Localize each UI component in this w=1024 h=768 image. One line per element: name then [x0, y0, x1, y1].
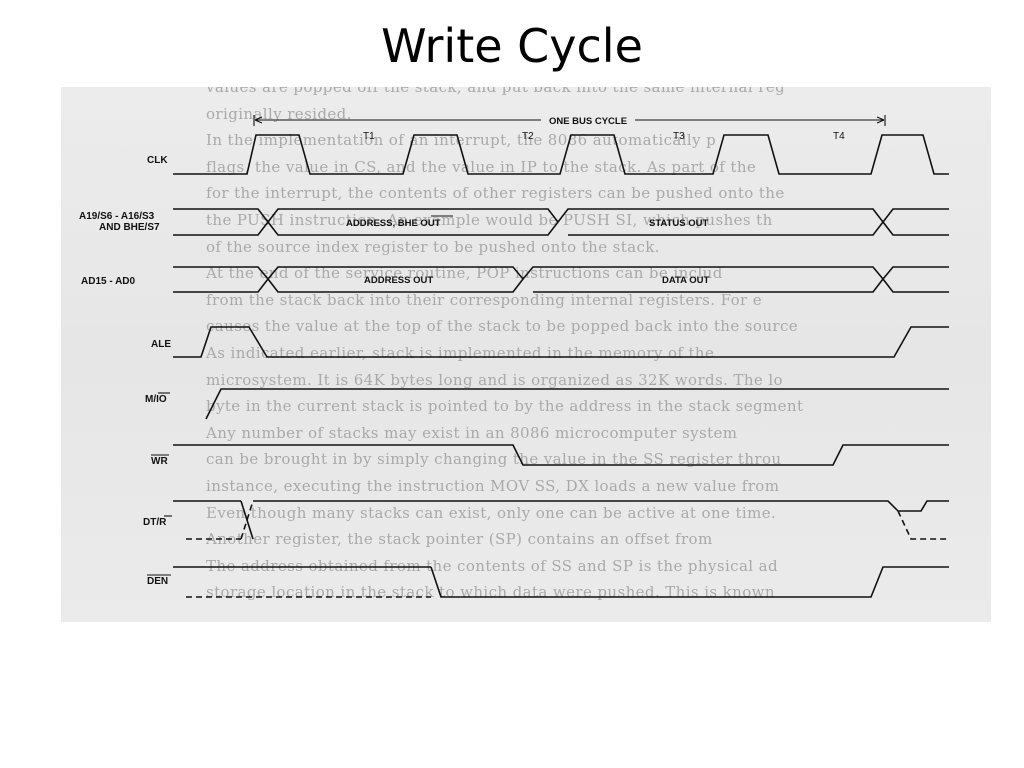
clk-waveform: [173, 134, 949, 175]
ale-label: ALE: [151, 339, 171, 350]
clk-label: CLK: [147, 155, 168, 166]
background-text-line: The address obtained from the contents o…: [206, 556, 779, 575]
den-waveform: [173, 566, 949, 598]
status-out-label: STATUS OUT: [649, 218, 708, 229]
mio-label: M/IO: [145, 394, 167, 405]
addr-status-label-2: AND BHE/S7: [99, 222, 160, 233]
data-out-label: DATA OUT: [662, 275, 710, 286]
wr-waveform: [173, 444, 949, 466]
address-bhe-out-label: ADDRESS, BHE OUT: [346, 218, 441, 229]
background-text-line: byte in the current stack is pointed to …: [206, 397, 804, 416]
ale-waveform: [173, 326, 949, 358]
background-text-line: of the source index register to be pushe…: [206, 237, 660, 256]
background-text-line: Another register, the stack pointer (SP)…: [206, 530, 713, 549]
t-state-labels: T1 T2 T3 T4: [363, 131, 845, 142]
background-text-line: values are popped off the stack, and put…: [206, 87, 786, 96]
ad-label: AD15 - AD0: [81, 276, 136, 287]
signal-labels: CLK A19/S6 - A16/S3 AND BHE/S7 AD15 - AD…: [79, 155, 172, 587]
addr-status-label-1: A19/S6 - A16/S3: [79, 211, 155, 222]
background-text-line: At the end of the service routine, POP i…: [206, 264, 723, 283]
background-text-line: for the interrupt, the contents of other…: [206, 184, 785, 203]
t4-label: T4: [833, 131, 845, 142]
t2-label: T2: [522, 131, 534, 142]
mio-waveform: [205, 388, 949, 420]
t1-label: T1: [363, 131, 375, 142]
bus-cycle-bracket: ONE BUS CYCLE: [253, 115, 886, 127]
addr-status-bus: ADDRESS, BHE OUT STATUS OUT: [173, 208, 949, 236]
background-text-line: microsystem. It is 64K bytes long and is…: [206, 370, 783, 389]
wr-label: WR: [151, 456, 168, 467]
ad-bus: ADDRESS OUT DATA OUT: [173, 266, 949, 293]
scanned-timing-diagram: values are popped off the stack, and put…: [61, 87, 991, 622]
dtr-label: DT/R: [143, 517, 167, 528]
dtr-waveform: [173, 500, 949, 540]
background-text-line: originally resided.: [206, 104, 352, 123]
background-text-line: the PUSH instruction. An example would b…: [206, 211, 773, 229]
write-cycle-timing-diagram: ONE BUS CYCLE T1 T2 T3 T4 CLK A19/S6 - A…: [79, 115, 949, 598]
background-text-line: instance, executing the instruction MOV …: [206, 477, 780, 495]
background-text-line: Any number of stacks may exist in an 808…: [206, 423, 738, 442]
bus-cycle-label: ONE BUS CYCLE: [549, 116, 627, 127]
background-text-line: causes the value at the top of the stack…: [206, 317, 799, 336]
background-text-line: can be brought in by simply changing the…: [206, 450, 782, 469]
slide-title: Write Cycle: [381, 19, 643, 73]
address-out-label: ADDRESS OUT: [364, 275, 433, 286]
background-text-line: Even though many stacks can exist, only …: [206, 503, 777, 522]
background-text-line: from the stack back into their correspon…: [206, 290, 763, 309]
den-label: DEN: [147, 576, 168, 587]
t3-label: T3: [673, 131, 685, 142]
background-text-line: flags, the value in CS, and the value in…: [206, 157, 757, 176]
background-page-text: values are popped off the stack, and put…: [61, 87, 991, 622]
